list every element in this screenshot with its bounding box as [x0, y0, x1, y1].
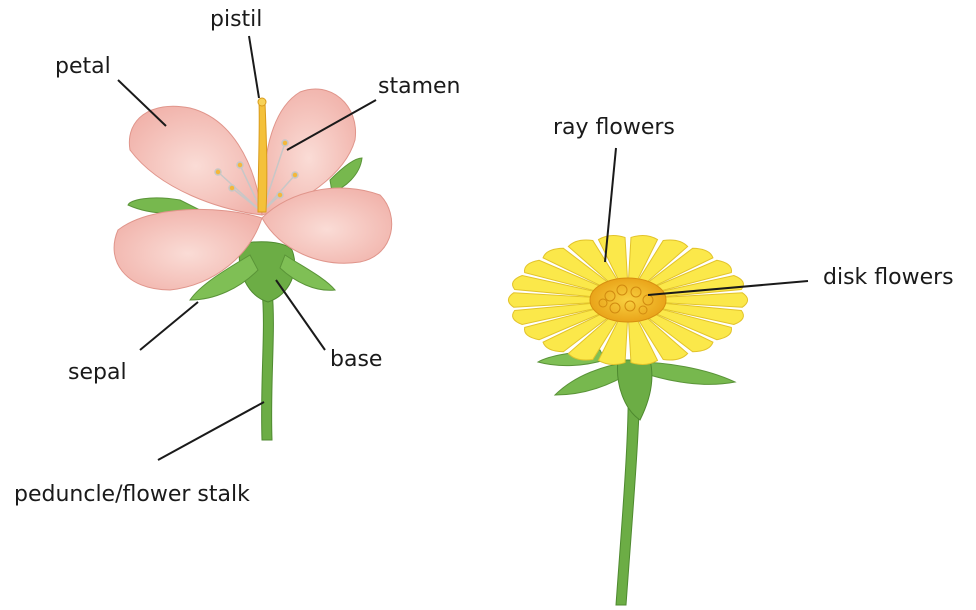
- leader-base: [276, 280, 325, 350]
- disk-florets: [590, 278, 666, 322]
- label-pistil: pistil: [210, 9, 262, 31]
- leader-pistil: [249, 36, 259, 98]
- leader-peduncle: [158, 402, 264, 460]
- label-peduncle: peduncle/flower stalk: [14, 484, 250, 506]
- label-stamen: stamen: [378, 76, 460, 98]
- pistil-shape: [258, 102, 267, 212]
- label-base: base: [330, 349, 382, 371]
- label-petal: petal: [55, 56, 111, 78]
- pink-flower: [114, 89, 392, 440]
- bract-center: [617, 360, 651, 420]
- yellow-flower: [508, 236, 747, 605]
- leader-sepal: [140, 302, 198, 350]
- label-sepal: sepal: [68, 362, 127, 384]
- label-ray-flowers: ray flowers: [553, 117, 675, 139]
- label-disk-flowers: disk flowers: [823, 267, 954, 289]
- peduncle-stalk: [262, 290, 274, 440]
